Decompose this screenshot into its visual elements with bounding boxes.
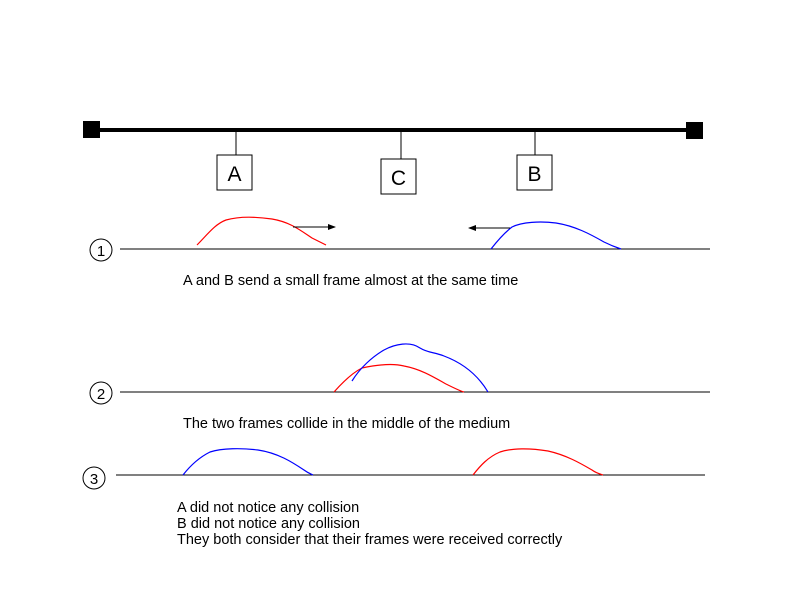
frame-a (472, 448, 604, 476)
station-b: B (516, 132, 553, 191)
bus (83, 121, 703, 139)
frame-a (333, 363, 465, 393)
station-a-label: A (227, 163, 241, 186)
step-2: 2 (89, 343, 710, 405)
step-2-marker (89, 381, 113, 405)
step-3-number: 3 (90, 471, 98, 488)
step-3-marker (82, 466, 106, 490)
frame-b (351, 343, 489, 393)
step-3-caption-line-2: B did not notice any collision (177, 516, 360, 532)
step-3-caption-line-1: A did not notice any collision (177, 500, 360, 516)
station-a: A (216, 132, 253, 191)
step-1-number: 1 (97, 243, 105, 260)
station-b-label: B (527, 163, 541, 186)
step-3-caption-line-3: They both consider that their frames wer… (177, 532, 563, 548)
step-3: 3 (82, 448, 705, 490)
step-1: 1 (89, 216, 710, 262)
step-1-caption: A and B send a small frame almost at the… (183, 273, 519, 289)
step-2-caption: The two frames collide in the middle of … (183, 416, 511, 432)
station-c: C (380, 132, 417, 195)
step-1-marker (89, 238, 113, 262)
frame-b (490, 221, 622, 250)
bus-terminator-right (686, 122, 703, 139)
frame-a (196, 216, 327, 246)
bus-terminator-left (83, 121, 100, 138)
frame-b (182, 448, 314, 476)
step-2-number: 2 (97, 386, 105, 403)
station-c-label: C (391, 167, 406, 190)
